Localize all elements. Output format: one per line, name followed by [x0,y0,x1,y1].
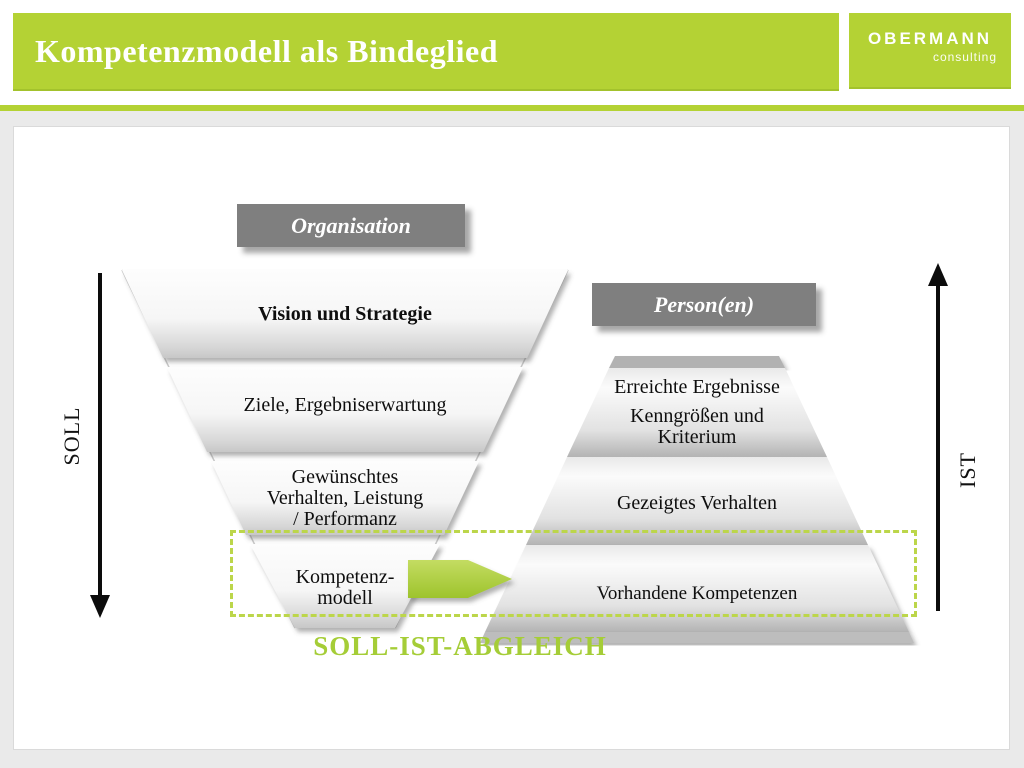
funnel-label-vision-line: Vision und Strategie [258,303,432,325]
pyramid-base [480,632,914,643]
pyramid-layer-ergebnisse [567,368,827,457]
funnel-label-kompetenz-line1: Kompetenz- [295,566,395,588]
pyramid-label-ergebnisse-line1: Erreichte Ergebnisse [614,376,780,398]
pyramid-label-ergebnisse-line2: Kenngrößen und [630,405,764,427]
funnel-layer-verhalten [211,461,479,535]
funnel-label-verhalten-line1: Gewünschtes [291,466,399,488]
funnel-label-ziele-line: Ziele, Ergebniserwartung [243,394,447,416]
funnel-label-vision: Vision und Strategie [175,304,515,325]
funnel-label-verhalten-line2: Verhalten, Leistung [266,487,424,509]
title-bar: Kompetenzmodell als Bindeglied [13,13,839,91]
soll-ist-abgleich-label: SOLL-IST-ABGLEICH [313,631,607,661]
soll-arrow-head [90,595,110,618]
person-label: Person(en) [592,283,816,326]
pyramid-label-kompetenzen: Vorhandene Kompetenzen [557,583,837,604]
funnel-label-verhalten: Gewünschtes Verhalten, Leistung / Perfor… [215,467,475,530]
pyramid-layer-kompetenzen [485,545,909,632]
ist-axis-label: IST [955,452,980,488]
organisation-label: Organisation [237,204,465,247]
page-title: Kompetenzmodell als Bindeglied [35,32,498,69]
ist-arrow-line [936,286,940,611]
pyramid-label-ergebnisse-line3: Kriterium [657,426,737,448]
content-panel [13,126,1010,750]
funnel-layer-kompetenzmodell [250,544,440,628]
pyramid-cap [609,356,785,368]
funnel-layer-vision [122,270,568,358]
soll-ist-dashed-box [230,530,917,617]
ist-arrow-head [928,263,948,286]
funnel-label-verhalten-line3: / Performanz [293,508,397,530]
green-divider [0,105,1024,111]
pyramid-label-kompetenzen-line: Vorhandene Kompetenzen [596,583,798,604]
pyramid-layer-verhalten [526,457,868,545]
funnel-layer-ziele [167,367,523,452]
soll-axis-label: SOLL [59,406,84,466]
funnel-label-kompetenz-line2: modell [317,587,373,609]
pyramid-label-verhalten: Gezeigtes Verhalten [567,493,827,514]
pyramid-label-verhalten-line: Gezeigtes Verhalten [616,492,778,514]
funnel-label-kompetenzmodell: Kompetenz- modell [245,567,445,609]
logo-brand-name: OBERMANN [867,29,993,48]
obermann-logo: OBERMANN consulting [849,13,1011,89]
funnel-label-ziele: Ziele, Ergebniserwartung [195,395,495,416]
pyramid-label-ergebnisse: Erreichte Ergebnisse Kenngrößen und Krit… [567,377,827,448]
logo-subtitle: consulting [932,50,997,64]
mapping-arrow-icon [408,560,512,598]
soll-arrow-line [98,273,102,596]
